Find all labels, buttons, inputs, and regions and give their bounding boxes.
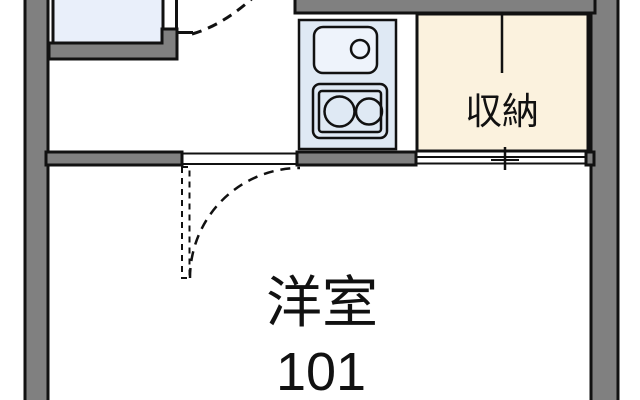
right-outer-wall [589,0,620,400]
stove-outer [311,82,389,140]
room-number-label: 101 [276,342,366,400]
kitchen-unit [297,18,398,151]
left-outer-wall [23,0,50,400]
sink-drain-icon [349,38,371,60]
stove-burner-left-icon [323,95,356,128]
top-wall [293,0,597,15]
stove-burner-right-icon [354,97,384,126]
storage-label: 収納 [465,91,539,132]
room-door-swing-arc [188,166,301,279]
room-name-label: 洋室 [266,271,378,334]
bathtub-fixture [51,0,165,45]
kitchen-sink [312,25,379,75]
entrance-door-swing-arc [191,0,253,36]
lower-left-wall [44,150,184,167]
under-kitchen-wall [295,150,418,167]
storage-door-right-stub [584,150,596,167]
room-door-leaf [181,166,191,279]
